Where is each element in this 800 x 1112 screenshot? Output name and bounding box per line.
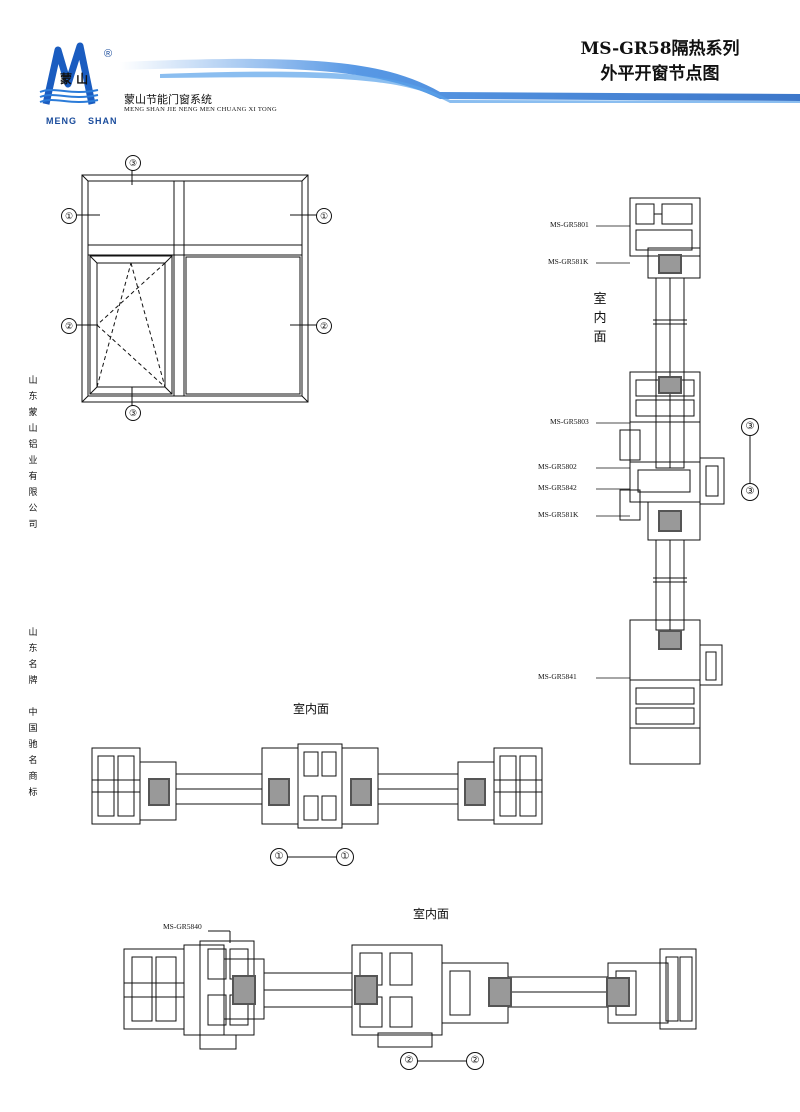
vertical-section-leaders	[596, 225, 630, 679]
profile-label-581k-bottom: MS-GR581K	[538, 510, 579, 519]
indoor-label-section1: 室内面	[293, 702, 330, 716]
brand-en-right: SHAN	[88, 116, 118, 126]
profile-label-5801: MS-GR5801	[550, 220, 589, 229]
brand-logo-text: 蒙 山	[60, 72, 89, 86]
marker-3-top: ③	[125, 155, 141, 171]
marker-1-section-left: ①	[270, 848, 288, 866]
brand-logo-icon	[39, 42, 99, 105]
page-title: MS-GR58隔热系列	[580, 39, 740, 59]
company-name-cn: 蒙山节能门窗系统	[124, 93, 212, 106]
marker-3-section-bottom: ③	[741, 483, 759, 501]
header-banner	[39, 42, 800, 105]
marker-2-section-left: ②	[400, 1052, 418, 1070]
section-1-line	[286, 856, 342, 858]
side-company-name: 山东蒙山铝业有限公司	[28, 376, 38, 530]
indoor-label-section2: 室内面	[413, 907, 450, 921]
marker-1-right: ①	[316, 208, 332, 224]
section-3-line	[749, 436, 751, 484]
marker-2-section-right: ②	[466, 1052, 484, 1070]
vertical-section-drawing	[619, 197, 725, 765]
page-subtitle: 外平开窗节点图	[600, 64, 720, 84]
marker-2-right: ②	[316, 318, 332, 334]
section-2-line	[416, 1060, 472, 1062]
profile-label-5840: MS-GR5840	[163, 922, 202, 931]
marker-3-section-top: ③	[741, 418, 759, 436]
profile-label-581k-top: MS-GR581K	[548, 257, 589, 266]
indoor-label-vertical: 室内面	[593, 292, 607, 345]
marker-2-left: ②	[61, 318, 77, 334]
profile-label-5842: MS-GR5842	[538, 483, 577, 492]
company-name-en: MENG SHAN JIE NENG MEN CHUANG XI TONG	[124, 106, 277, 113]
profile-label-5803: MS-GR5803	[550, 417, 589, 426]
profile-label-5802: MS-GR5802	[538, 462, 577, 471]
horizontal-section-2-drawing	[123, 930, 697, 1050]
registered-mark: ®	[104, 48, 113, 60]
side-honor-trademark: 中国驰名商标	[28, 708, 38, 798]
profile-label-5841: MS-GR5841	[538, 672, 577, 681]
side-honor-brand: 山东名牌	[28, 628, 38, 686]
marker-1-left: ①	[61, 208, 77, 224]
brand-en-left: MENG	[46, 116, 77, 126]
marker-3-bottom: ③	[125, 405, 141, 421]
horizontal-section-1-drawing	[91, 743, 543, 829]
window-elevation-drawing	[74, 168, 318, 408]
marker-1-section-right: ①	[336, 848, 354, 866]
